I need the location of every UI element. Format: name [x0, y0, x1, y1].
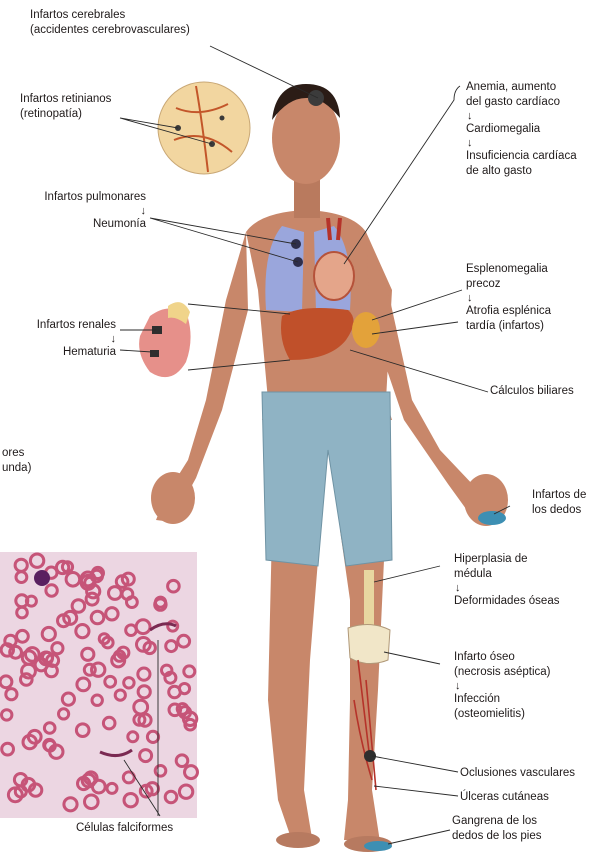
- label-pulmonary-infarcts: Infartos pulmonares ↓ Neumonía: [10, 190, 146, 232]
- arrow-glyph: ↓: [454, 582, 559, 594]
- human-figure: [151, 84, 508, 852]
- label-splenomegaly: Esplenomegaliaprecoz ↓ Atrofia esplénica…: [466, 262, 551, 334]
- knee-bone: [348, 624, 390, 663]
- femur-bone: [364, 570, 374, 630]
- label-skin-ulcers: Úlceras cutáneas: [460, 790, 549, 805]
- arrow-glyph: ↓: [466, 137, 577, 149]
- label-vascular-occlusions: Oclusiones vasculares: [460, 766, 575, 781]
- label-sickle-cells: Células falciformes: [76, 822, 173, 834]
- label-gallstones: Cálculos biliares: [490, 384, 574, 399]
- neck: [294, 178, 320, 218]
- arrow-glyph: ↓: [454, 680, 551, 692]
- arrow-glyph: ↓: [4, 333, 116, 345]
- label-finger-infarcts: Infartos delos dedos: [532, 488, 586, 518]
- arrow-glyph: ↓: [466, 110, 577, 122]
- right-leg: [268, 530, 318, 838]
- label-retinal-infarcts: Infartos retinianos(retinopatía): [20, 92, 111, 122]
- arrow-glyph: ↓: [10, 205, 146, 217]
- right-foot: [276, 832, 320, 848]
- label-cerebral-infarcts: Infartos cerebrales(accidentes cerebrova…: [30, 8, 190, 38]
- left-leg: [340, 530, 384, 842]
- retina-image: [158, 82, 250, 174]
- heart: [314, 252, 354, 300]
- right-hand: [151, 472, 195, 524]
- toe-gangrene: [364, 841, 392, 851]
- kidney-image: [139, 302, 190, 377]
- arrow-glyph: ↓: [466, 292, 551, 304]
- blood-smear-image: [0, 552, 198, 818]
- spleen: [352, 312, 380, 348]
- shorts: [262, 392, 392, 566]
- label-renal-infarcts: Infartos renales ↓ Hematuria: [4, 318, 116, 360]
- label-bone-infarct: Infarto óseo(necrosis aséptica) ↓ Infecc…: [454, 650, 551, 722]
- brain-infarct-mark: [308, 90, 324, 106]
- white-blood-cell: [34, 570, 50, 586]
- finger-infarct-mark: [478, 511, 506, 525]
